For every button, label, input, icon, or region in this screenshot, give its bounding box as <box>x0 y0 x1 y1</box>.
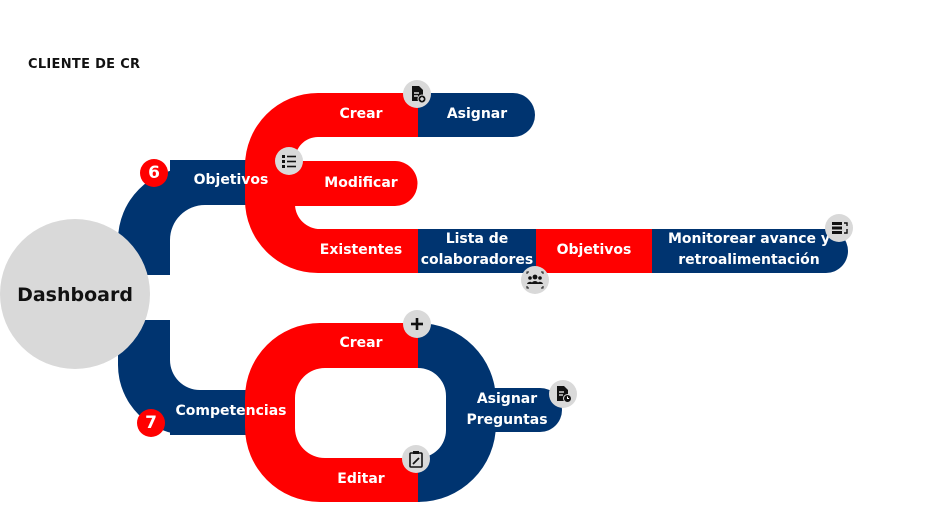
objetivos-number-badge: 6 <box>140 159 168 187</box>
crear-objetivo-label[interactable]: Crear <box>339 106 383 122</box>
asignar-preguntas-line2: Preguntas <box>466 412 548 428</box>
asignar-objetivo-label[interactable]: Asignar <box>446 106 508 122</box>
objetivos-red-loop <box>245 93 420 273</box>
modificar-bar <box>295 161 418 206</box>
plus-icon[interactable] <box>403 310 431 338</box>
monitorear-line1: Monitorear avance y <box>667 231 831 247</box>
modificar-label[interactable]: Modificar <box>324 175 398 191</box>
document-clock-icon[interactable] <box>549 380 577 408</box>
monitorear-line2: retroalimentación <box>678 252 820 268</box>
asignar-bar <box>418 93 535 137</box>
competencias-blue-loop <box>418 323 496 502</box>
monitorear-label[interactable]: Monitorear avance y retroalimentación <box>655 229 843 271</box>
asignar-preguntas-tab <box>490 388 562 432</box>
lista-colaboradores-label[interactable]: Lista de colaboradores <box>418 229 536 271</box>
dashboard-label: Dashboard <box>17 284 133 306</box>
group-icon[interactable] <box>521 266 549 294</box>
objetivos-label[interactable]: Objetivos <box>193 172 269 188</box>
asignar-preguntas-label[interactable]: Asignar Preguntas <box>452 389 562 431</box>
objetivos-step-label[interactable]: Objetivos <box>556 242 632 258</box>
competencias-label[interactable]: Competencias <box>175 403 287 419</box>
editar-label[interactable]: Editar <box>337 471 385 487</box>
dashboard-hub <box>0 219 150 369</box>
server-settings-icon[interactable] <box>825 214 853 242</box>
clipboard-edit-icon[interactable] <box>402 445 430 473</box>
document-add-icon[interactable] <box>403 80 431 108</box>
list-icon[interactable] <box>275 147 303 175</box>
competencias-red-loop <box>245 323 420 502</box>
asignar-preguntas-line1: Asignar <box>476 391 538 407</box>
competencias-number-badge: 7 <box>137 409 165 437</box>
crear-competencia-label[interactable]: Crear <box>339 335 383 351</box>
lista-line1: Lista de <box>445 231 509 247</box>
existentes-label[interactable]: Existentes <box>319 242 403 258</box>
objetivos-step-bar <box>536 229 652 273</box>
lista-line2: colaboradores <box>420 252 534 268</box>
page-title: CLIENTE DE CR <box>28 57 141 72</box>
monitorear-bar <box>652 229 848 273</box>
lista-colaboradores-bar <box>418 229 536 273</box>
